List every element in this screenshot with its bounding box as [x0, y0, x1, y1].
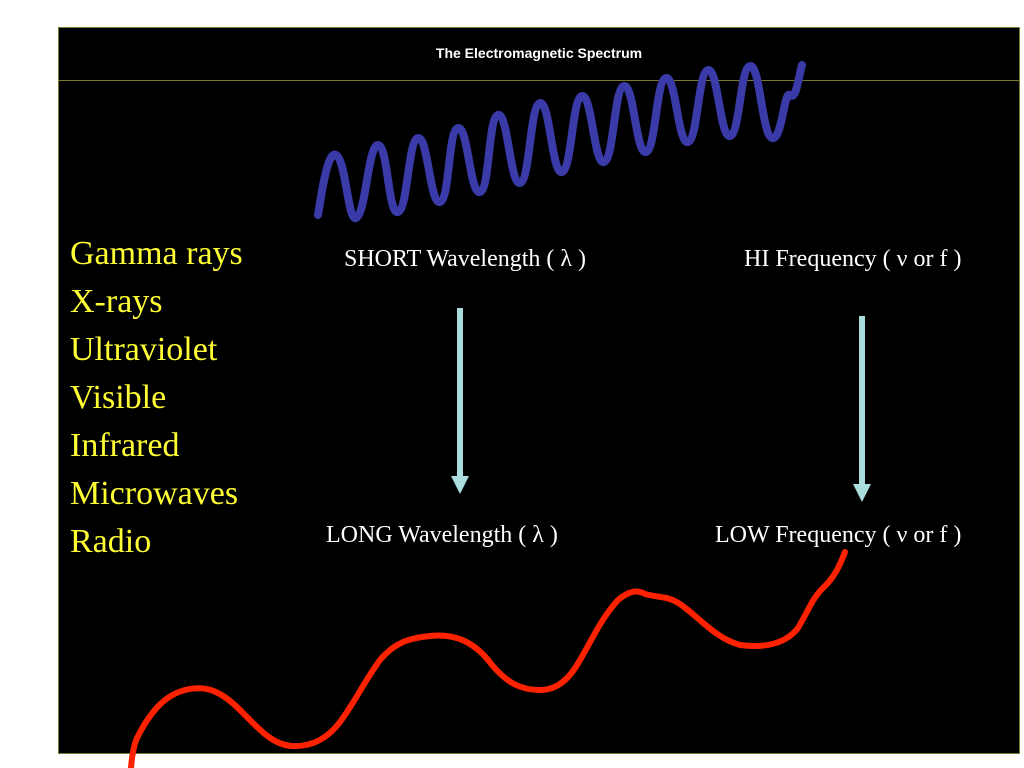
low-frequency-label: LOW Frequency ( ν or f ): [715, 522, 962, 548]
spectrum-item-radio: Radio: [70, 523, 152, 560]
spectrum-item-gamma-rays: Gamma rays: [70, 235, 243, 272]
short-wavelength-label: SHORT Wavelength ( λ ): [344, 246, 587, 272]
spectrum-list: Gamma rays X-rays Ultraviolet Visible In…: [70, 230, 243, 566]
long-wavelength-label: LONG Wavelength ( λ ): [326, 522, 558, 548]
spectrum-item-microwaves: Microwaves: [70, 475, 239, 512]
frequency-arrow: [853, 316, 871, 502]
spectrum-item-visible: Visible: [70, 379, 167, 416]
long-wave-drawing: [128, 549, 848, 768]
spectrum-item-infrared: Infrared: [70, 427, 180, 464]
frequency-arrow-head: [853, 484, 871, 502]
slide-title: The Electromagnetic Spectrum: [435, 45, 643, 61]
wavelength-arrow-head: [451, 476, 469, 494]
spectrum-item-x-rays: X-rays: [70, 283, 163, 320]
spectrum-item-ultraviolet: Ultraviolet: [70, 331, 218, 368]
short-wave-drawing: [314, 61, 806, 223]
title-bar: The Electromagnetic Spectrum: [58, 27, 1020, 81]
wavelength-arrow: [451, 308, 469, 494]
hi-frequency-label: HI Frequency ( ν or f ): [744, 246, 962, 272]
